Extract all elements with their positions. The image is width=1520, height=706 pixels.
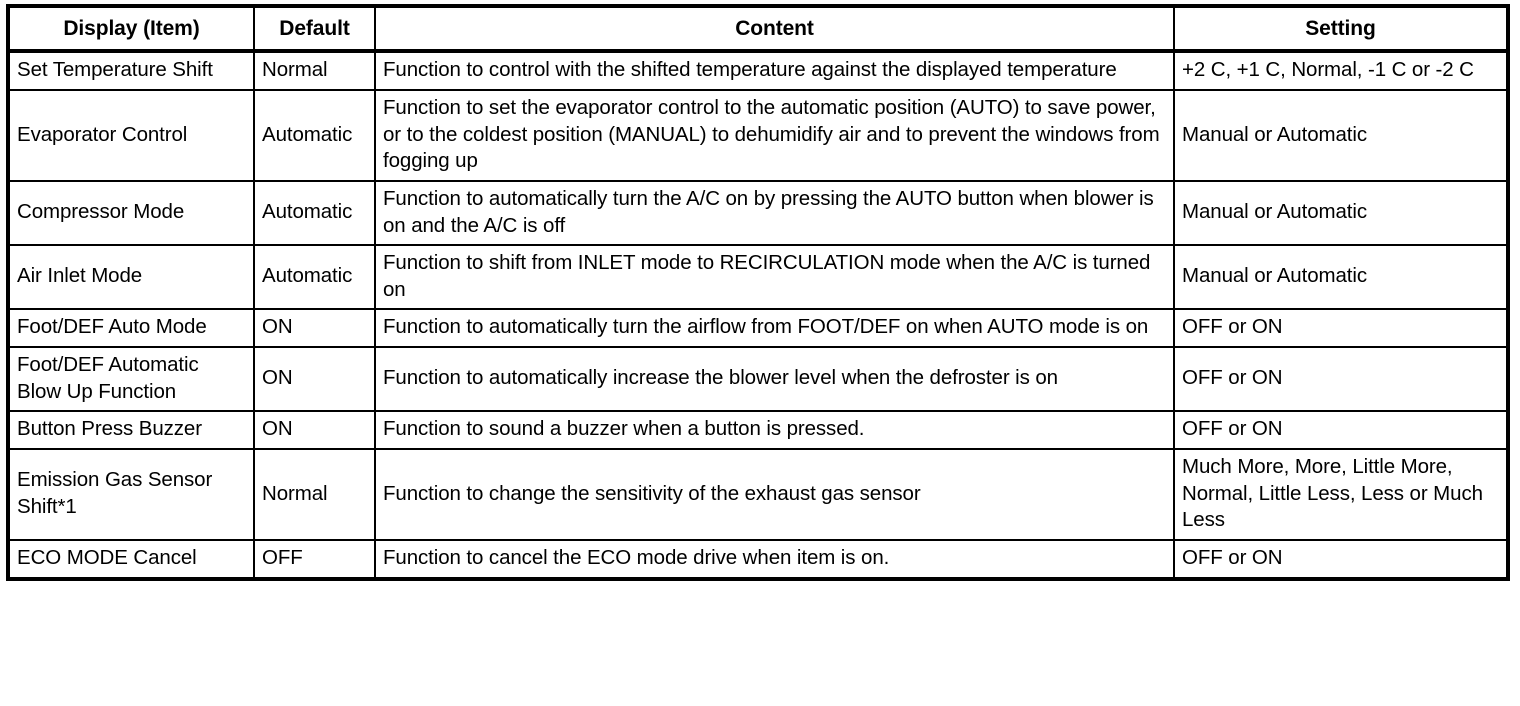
table-row: Foot/DEF Automatic Blow Up Function ON F… [7, 346, 1509, 413]
table-row: Air Inlet Mode Automatic Function to shi… [7, 244, 1509, 311]
vehicle-settings-table: Display (Item) Default Content Setting S… [6, 4, 1510, 581]
cell-setting: OFF or ON [1173, 346, 1509, 413]
cell-default: ON [253, 346, 376, 413]
cell-content: Function to set the evaporator control t… [374, 88, 1175, 182]
cell-content: Function to change the sensitivity of th… [374, 447, 1175, 541]
cell-display-item: Compressor Mode [7, 179, 255, 247]
cell-setting: Much More, More, Little More, Normal, Li… [1173, 447, 1509, 541]
cell-content: Function to control with the shifted tem… [374, 50, 1175, 91]
cell-default: ON [253, 410, 376, 450]
cell-default: Automatic [253, 244, 376, 311]
cell-setting: OFF or ON [1173, 410, 1509, 450]
cell-display-item: Foot/DEF Automatic Blow Up Function [7, 346, 255, 413]
cell-default: Normal [253, 50, 376, 91]
table-row: Foot/DEF Auto Mode ON Function to automa… [7, 308, 1509, 349]
cell-setting: OFF or ON [1173, 538, 1509, 580]
cell-setting: OFF or ON [1173, 308, 1509, 349]
cell-default: Automatic [253, 179, 376, 247]
cell-setting: Manual or Automatic [1173, 179, 1509, 247]
cell-display-item: Button Press Buzzer [7, 410, 255, 450]
table-row: Emission Gas Sensor Shift*1 Normal Funct… [7, 447, 1509, 541]
cell-content: Function to automatically increase the b… [374, 346, 1175, 413]
table-row: Evaporator Control Automatic Function to… [7, 88, 1509, 182]
cell-setting: Manual or Automatic [1173, 88, 1509, 182]
cell-content: Function to automatically turn the A/C o… [374, 179, 1175, 247]
cell-default: Normal [253, 447, 376, 541]
cell-content: Function to cancel the ECO mode drive wh… [374, 538, 1175, 580]
cell-display-item: Evaporator Control [7, 88, 255, 182]
table-row: Set Temperature Shift Normal Function to… [7, 50, 1509, 91]
table-row: Button Press Buzzer ON Function to sound… [7, 410, 1509, 450]
cell-content: Function to sound a buzzer when a button… [374, 410, 1175, 450]
column-header-content: Content [374, 4, 1175, 54]
cell-content: Function to automatically turn the airfl… [374, 308, 1175, 349]
table-row: Compressor Mode Automatic Function to au… [7, 179, 1509, 247]
column-header-setting: Setting [1173, 4, 1509, 54]
cell-content: Function to shift from INLET mode to REC… [374, 244, 1175, 311]
cell-display-item: ECO MODE Cancel [7, 538, 255, 580]
cell-display-item: Air Inlet Mode [7, 244, 255, 311]
cell-display-item: Foot/DEF Auto Mode [7, 308, 255, 349]
cell-setting: +2 C, +1 C, Normal, -1 C or -2 C [1173, 50, 1509, 91]
column-header-display-item: Display (Item) [7, 4, 255, 54]
cell-default: Automatic [253, 88, 376, 182]
header-row: Display (Item) Default Content Setting [7, 4, 1509, 54]
cell-display-item: Set Temperature Shift [7, 50, 255, 91]
cell-setting: Manual or Automatic [1173, 244, 1509, 311]
column-header-default: Default [253, 4, 376, 54]
table-header: Display (Item) Default Content Setting [7, 4, 1509, 54]
cell-display-item: Emission Gas Sensor Shift*1 [7, 447, 255, 541]
cell-default: OFF [253, 538, 376, 580]
table-body: Set Temperature Shift Normal Function to… [7, 50, 1509, 580]
cell-default: ON [253, 308, 376, 349]
table-row: ECO MODE Cancel OFF Function to cancel t… [7, 538, 1509, 580]
